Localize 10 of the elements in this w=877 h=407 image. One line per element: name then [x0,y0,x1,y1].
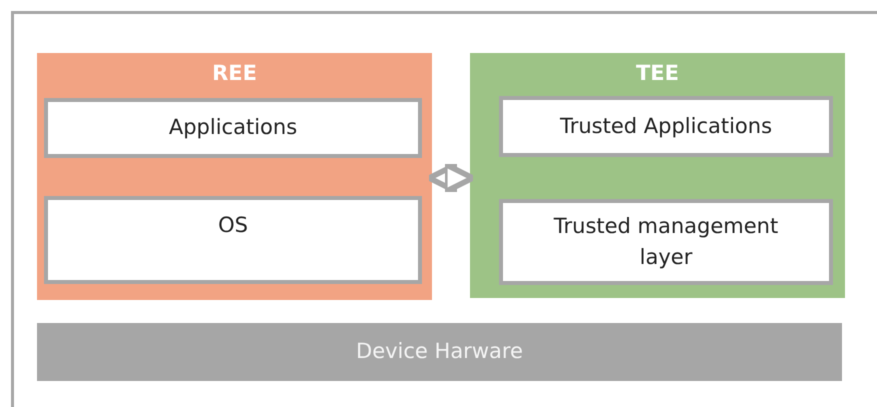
hardware-bar: Device Harware [37,323,842,381]
component-box: Trusted management layer [499,199,833,285]
component-box: Applications [44,98,422,158]
double-arrow [426,161,476,195]
component-box: Trusted Applications [499,96,833,157]
panel-title: REE [211,61,258,85]
environment-panel [470,53,845,298]
panel-title: TEE [634,61,680,85]
component-box: OS [44,196,422,284]
environment-panel [37,53,432,300]
